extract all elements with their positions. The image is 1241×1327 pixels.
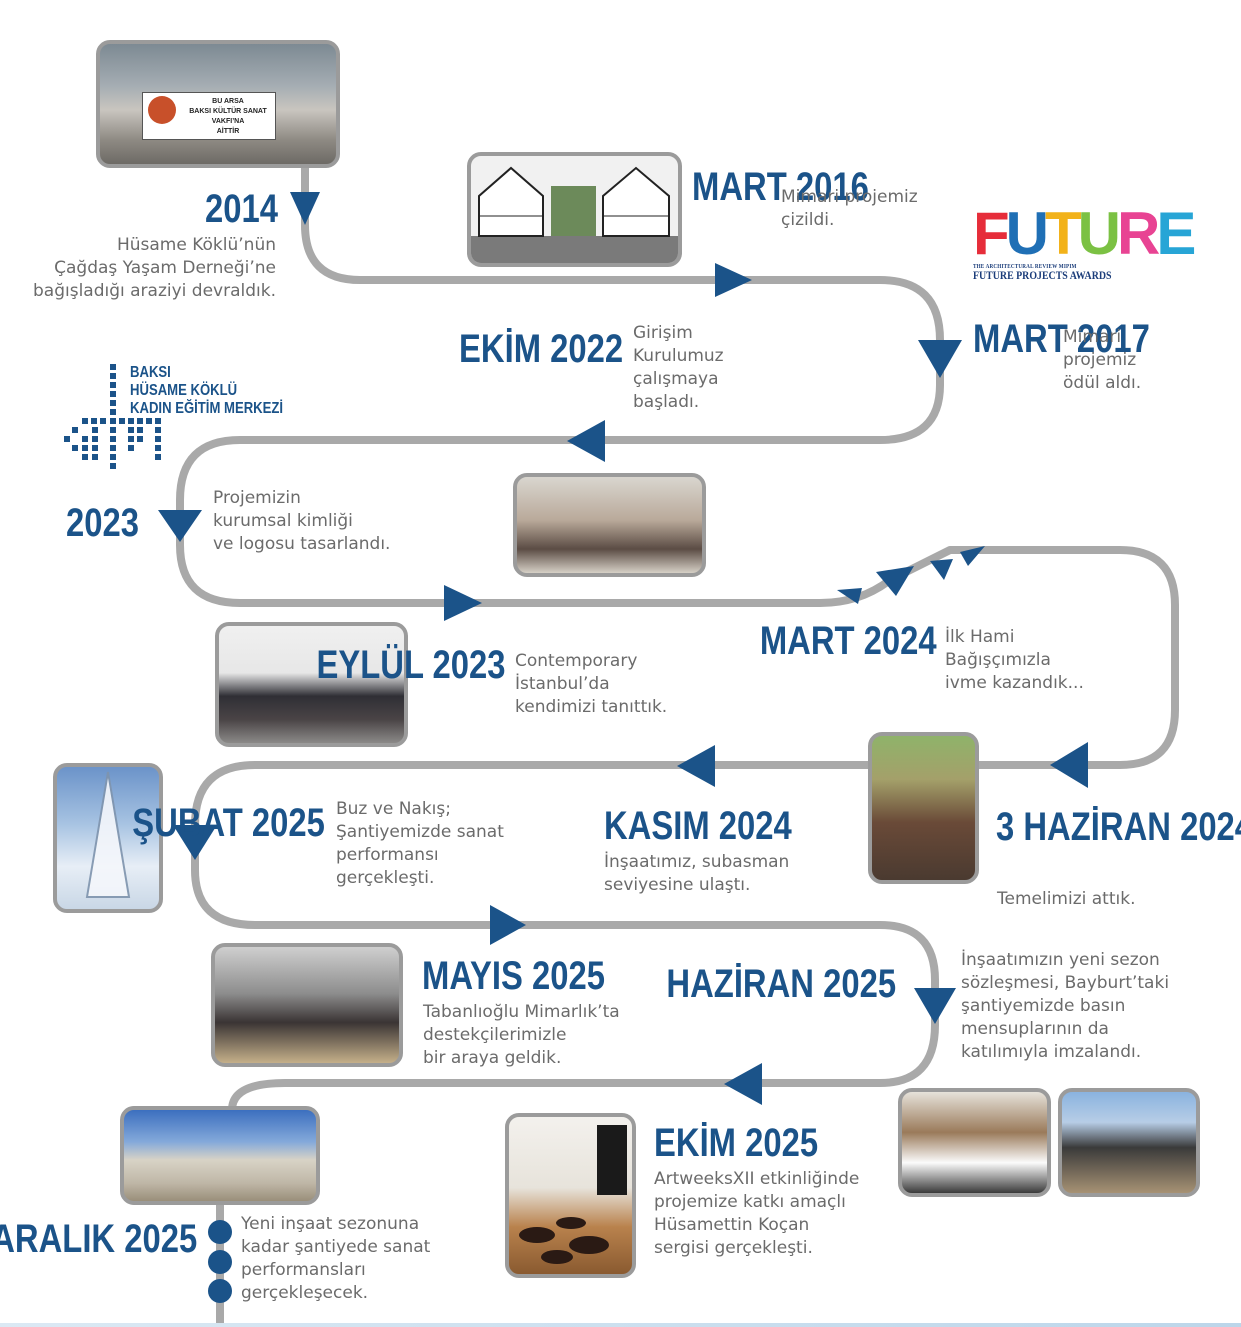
event-desc-eylul-2023: Contemporary İstanbul’da kendimizi tanıt…	[515, 651, 668, 717]
section-drawing	[471, 166, 678, 263]
future-letter: T	[1045, 200, 1082, 267]
arrow-down-icon	[914, 988, 956, 1024]
event-desc-mart-2016: Mimari projemiz çizildi.	[781, 187, 918, 230]
event-date-2023: 2023	[66, 501, 139, 545]
event-desc-mart-2017: Mimari projemiz ödül aldı.	[1063, 327, 1142, 393]
event-desc-kasim-2024: İnşaatımız, subasman seviyesine ulaştı.	[604, 852, 790, 895]
direction-arrows	[158, 192, 1088, 1105]
event-date-ekim-2022: EKİM 2022	[458, 327, 623, 371]
plates-on-floor	[519, 1125, 627, 1264]
future-letter: R	[1117, 200, 1160, 267]
baksi-logo-line1: BAKSI	[130, 364, 171, 381]
arrow-down-icon	[173, 825, 217, 860]
arrow-right-icon	[876, 566, 914, 596]
photo-architecture-section	[467, 152, 682, 267]
baksi-kadin-egitim-logo: BAKSI HÜSAME KÖKLÜ KADIN EĞİTİM MERKEZİ	[62, 364, 292, 484]
photo-board-meeting	[513, 473, 706, 577]
event-desc-3-haziran-2024: Temelimizi attık.	[997, 889, 1136, 909]
arrow-left-icon	[567, 420, 605, 462]
photo-land-sign: BU ARSA BAKSI KÜLTÜR SANAT VAKFI’NA AİTT…	[96, 40, 340, 168]
event-date-mayis-2025: MAYIS 2025	[422, 954, 605, 998]
event-desc-ekim-2022: Girişim Kurulumuz çalışmaya başladı.	[633, 323, 724, 412]
event-desc-ekim-2025: ArtweeksXII etkinliğinde projemize katkı…	[654, 1169, 860, 1258]
event-date-mart-2024: MART 2024	[760, 619, 937, 663]
event-desc-haziran-2025: İnşaatımızın yeni sezon sözleşmesi, Bayb…	[961, 950, 1170, 1062]
event-date-haziran-2025: HAZİRAN 2025	[666, 962, 896, 1006]
baksi-logo-line3: KADIN EĞİTİM MERKEZİ	[130, 400, 284, 417]
photo-artweeks-exhibition	[505, 1113, 636, 1278]
future-letter: F	[973, 200, 1010, 267]
arrow-right-icon	[715, 263, 752, 297]
arrow-down-icon	[290, 192, 320, 225]
event-desc-mart-2024: İlk Hami Bağışçımızla ivme kazandık...	[945, 627, 1084, 693]
event-date-kasim-2024: KASIM 2024	[604, 804, 792, 848]
dot-icon	[208, 1279, 232, 1303]
future-letter: U	[1077, 200, 1121, 267]
future-letter: E	[1156, 200, 1196, 267]
photo-press-group	[1058, 1088, 1200, 1197]
bottom-gradient-bar	[0, 1323, 1241, 1327]
arrow-down-icon	[158, 510, 202, 542]
event-desc-aralik-2025: Yeni inşaat sezonuna kadar şantiyede san…	[241, 1214, 431, 1303]
photo-contemporary-istanbul	[215, 622, 408, 747]
event-date-ekim-2025: EKİM 2025	[654, 1121, 819, 1165]
arrow-left-icon	[677, 745, 715, 787]
baksi-sign-logo-icon	[148, 96, 176, 124]
event-desc-subat-2025: Buz ve Nakış; Şantiyemizde sanat perform…	[336, 799, 504, 888]
arrow-right-icon	[960, 546, 985, 566]
arrow-down-icon	[918, 340, 962, 378]
dot-icon	[208, 1250, 232, 1274]
photo-tabanlioglu-event	[211, 943, 403, 1067]
event-date-subat-2025: ŞUBAT 2025	[132, 801, 325, 845]
ice-sculpture	[85, 771, 131, 898]
future-dots	[208, 1220, 232, 1303]
arrow-right-icon	[837, 588, 862, 604]
photo-construction-site	[120, 1106, 320, 1205]
future-caption-small: THE ARCHITECTURAL REVIEW MIPIM	[973, 264, 1077, 270]
event-desc-mayis-2025: Tabanlıoğlu Mimarlık’ta destekçilerimizl…	[423, 1002, 620, 1068]
event-desc-2014: Hüsame Köklü’nün Çağdaş Yaşam Derneği’ne…	[32, 235, 276, 301]
event-desc-2023: Projemizin kurumsal kimliği ve logosu ta…	[213, 488, 391, 554]
event-date-3-haziran-2024: 3 HAZİRAN 2024	[996, 805, 1241, 849]
baksi-logo-line2: HÜSAME KÖKLÜ	[130, 382, 238, 399]
event-date-2014: 2014	[205, 187, 278, 231]
photo-foundation-ceremony	[868, 732, 979, 884]
photo-ice-performance	[53, 763, 163, 913]
arrow-right-icon	[444, 585, 482, 621]
event-date-aralik-2025: ARALIK 2025	[0, 1217, 197, 1261]
arrow-right-icon	[490, 905, 526, 945]
future-caption: FUTURE PROJECTS AWARDS	[973, 270, 1112, 282]
arrow-right-icon	[930, 559, 953, 580]
photo-contract-signing	[898, 1088, 1051, 1197]
arrow-left-icon	[1050, 742, 1088, 788]
future-letter: U	[1005, 200, 1049, 267]
dot-icon	[208, 1220, 232, 1244]
event-date-eylul-2023: EYLÜL 2023	[315, 643, 505, 687]
arrow-left-icon	[724, 1063, 762, 1105]
event-date-mart-2016: MART 2016	[692, 165, 869, 209]
baksi-pixel-mark-icon	[64, 364, 161, 469]
event-date-mart-2017: MART 2017	[973, 317, 1150, 361]
